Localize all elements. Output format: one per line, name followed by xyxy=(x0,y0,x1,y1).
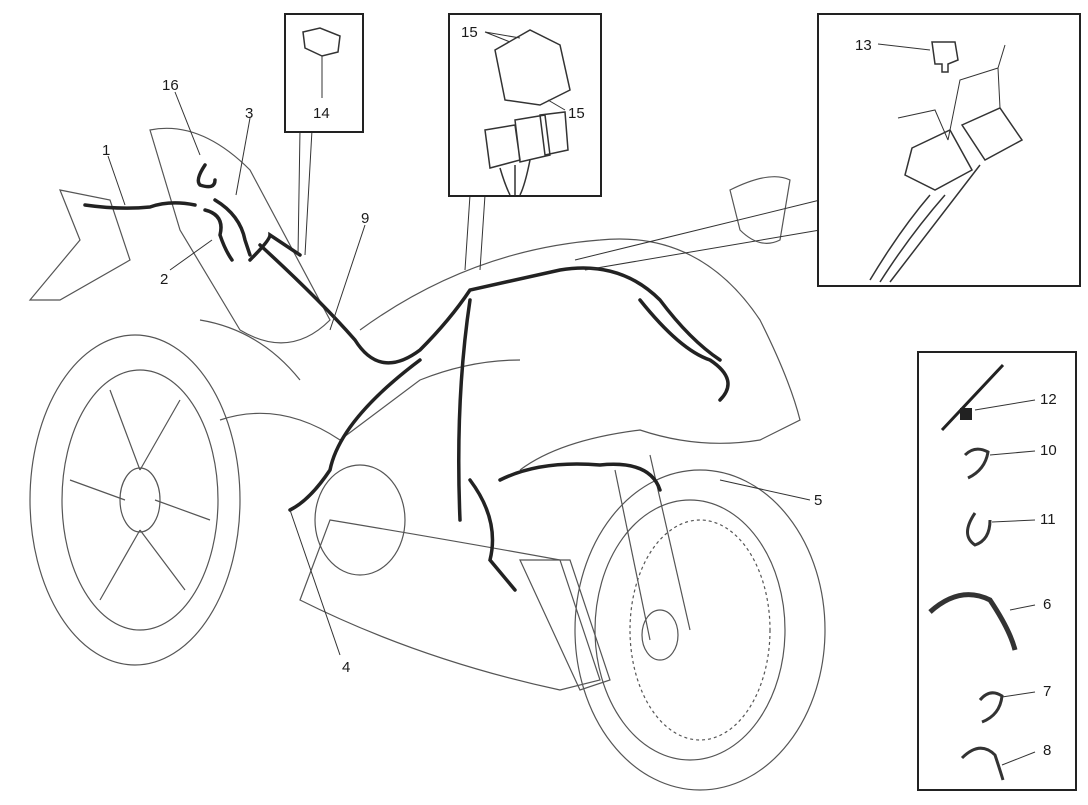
license-holder xyxy=(28,189,131,301)
front-rim xyxy=(594,499,786,761)
harness-headlight xyxy=(638,298,730,402)
rear-wheel xyxy=(29,334,241,666)
tail-section xyxy=(149,127,331,344)
leader-11 xyxy=(991,519,1036,523)
fuse-13-icon xyxy=(931,41,959,73)
lower-fairing xyxy=(299,519,601,691)
harness-to-engine xyxy=(288,358,422,512)
relay-wires xyxy=(499,159,531,196)
callout-8: 8 xyxy=(1043,742,1052,759)
inset-relays-15 xyxy=(448,13,602,197)
clip-10-icon xyxy=(963,447,990,480)
relay-left-icon xyxy=(904,129,974,191)
leader-10 xyxy=(989,450,1036,456)
callout-1: 1 xyxy=(102,142,111,159)
callout-15-bottom: 15 xyxy=(568,105,585,122)
callout-15-top: 15 xyxy=(461,24,478,41)
leader-8 xyxy=(1001,751,1036,766)
seat-subframe xyxy=(199,319,301,381)
front-fairing xyxy=(359,238,801,471)
leader-15a xyxy=(484,31,521,43)
inset-14-pointer xyxy=(297,129,313,256)
callout-14: 14 xyxy=(313,105,330,122)
fuse-box-wires xyxy=(869,164,981,283)
relay-15-icon xyxy=(494,29,571,106)
engine-cover xyxy=(314,464,406,576)
radiator xyxy=(519,559,611,691)
leader-1 xyxy=(107,155,126,206)
front-hub xyxy=(641,609,679,661)
leader-2 xyxy=(169,239,213,271)
leader-lines xyxy=(107,91,821,656)
motorcycle-outline xyxy=(28,127,826,791)
harness-1 xyxy=(83,201,197,210)
callout-7: 7 xyxy=(1043,683,1052,700)
front-wheel xyxy=(574,469,826,791)
callout-3: 3 xyxy=(245,105,254,122)
callout-10: 10 xyxy=(1040,442,1057,459)
callout-4: 4 xyxy=(342,659,351,676)
harness-branch xyxy=(248,231,302,262)
callout-5: 5 xyxy=(814,492,823,509)
rear-rim xyxy=(61,369,219,631)
mirror xyxy=(729,176,791,244)
leader-7 xyxy=(1001,691,1036,698)
leader-12 xyxy=(974,399,1036,411)
cable-tie-icon xyxy=(940,363,1005,432)
harness-5 xyxy=(498,462,662,492)
relay-leaders xyxy=(897,44,1006,141)
relay-connectors-icon xyxy=(484,111,569,169)
leader-16 xyxy=(174,91,201,156)
leader-5 xyxy=(719,479,811,501)
inset-fuse-box-13 xyxy=(817,13,1081,287)
callout-2: 2 xyxy=(160,271,169,288)
callout-16: 16 xyxy=(162,77,179,94)
inset-fasteners xyxy=(917,351,1077,791)
inset-15-pointer xyxy=(464,194,486,271)
front-disc xyxy=(629,519,771,741)
wiring-harness xyxy=(83,163,730,592)
callout-13: 13 xyxy=(855,37,872,54)
harness-3 xyxy=(213,198,252,257)
leader-4 xyxy=(289,509,341,656)
leader-13 xyxy=(877,43,931,51)
callout-12: 12 xyxy=(1040,391,1057,408)
harness-lower xyxy=(468,478,517,592)
leader-15b xyxy=(547,99,566,111)
callout-9: 9 xyxy=(361,210,370,227)
fuse-14-icon xyxy=(302,27,341,57)
clip-7-icon xyxy=(978,691,1004,724)
leader-6 xyxy=(1009,604,1036,611)
main-harness-9 xyxy=(258,243,722,365)
relay-right-icon xyxy=(960,107,1024,161)
inset-13-pointer xyxy=(574,199,821,271)
callout-6: 6 xyxy=(1043,596,1052,613)
frame xyxy=(219,359,521,441)
harness-16 xyxy=(196,163,217,189)
inset-fuse-14 xyxy=(284,13,364,133)
callout-11: 11 xyxy=(1040,511,1056,528)
rear-spokes xyxy=(69,389,211,601)
clip-11-icon xyxy=(966,512,992,547)
leader-9 xyxy=(329,224,366,331)
cable-guide-6-icon xyxy=(928,592,1018,651)
strap-8-icon xyxy=(960,746,1005,781)
vertical-harness xyxy=(457,298,472,522)
harness-2 xyxy=(203,208,234,262)
leader-3 xyxy=(235,117,251,196)
fasteners-frame xyxy=(917,351,1077,791)
rear-hub xyxy=(119,467,161,533)
cable-tie-clip xyxy=(960,408,972,420)
